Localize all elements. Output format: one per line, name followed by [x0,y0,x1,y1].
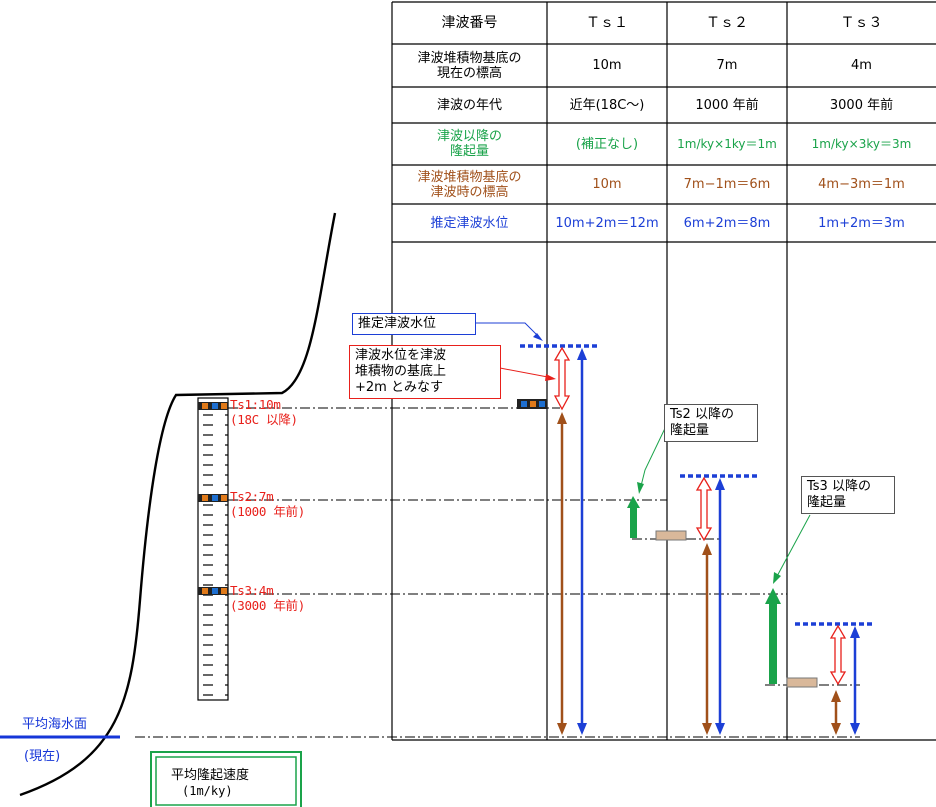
uplift-rate-title: 平均隆起速度 [171,764,249,783]
callout-leaders [476,323,810,584]
reference-lines [135,408,860,737]
callout-ts3-uplift: Ts3 以降の 隆起量 [801,476,895,514]
table-cell: 1m/ky×1ky＝1m [667,123,787,165]
table-header-ts3: Ｔｓ３ [787,2,936,44]
ts2-arrows [627,476,760,735]
table-cell: 1000 年前 [667,87,787,123]
sea-level-label: 平均海水面 [22,713,87,732]
table-header-ts2: Ｔｓ２ [667,2,787,44]
table-cell: 10m [547,165,667,204]
row-label-uplift: 津波以降の 隆起量 [392,123,547,165]
sea-level-sub: (現在) [24,745,60,764]
row-label-current-elevation: 津波堆積物基底の 現在の標高 [392,44,547,87]
table-cell: 1m+2m＝3m [787,204,936,242]
table-cell: 10m [547,44,667,87]
sediment-column [198,398,228,700]
callout-ts2-uplift: Ts2 以降の 隆起量 [664,404,758,442]
table-header-ts1: Ｔｓ１ [547,2,667,44]
row-label-tsunami-time-elevation: 津波堆積物基底の 津波時の標高 [392,165,547,204]
table-cell: 1m/ky×3ky＝3m [787,123,936,165]
uplift-rate-value: (1m/ky) [182,784,233,798]
table-cell: 10m+2m＝12m [547,204,667,242]
table-cell: 3000 年前 [787,87,936,123]
ts3-arrows [765,588,872,735]
table-cell: (補正なし) [547,123,667,165]
table-cell: 近年(18C～) [547,87,667,123]
row-label-estimated-water-level: 推定津波水位 [392,204,547,242]
table-header-label: 津波番号 [392,2,547,44]
table-cell: 4m−3m＝1m [787,165,936,204]
layer-label-ts1: Ts1:10m (18C 以降) [230,397,298,427]
table-cell: 6m+2m＝8m [667,204,787,242]
layer-label-ts2: Ts2:7m (1000 年前) [230,489,305,519]
layer-label-ts3: Ts3:4m (3000 年前) [230,583,305,613]
callout-water-level: 推定津波水位 [352,313,476,335]
table-cell: 7m−1m＝6m [667,165,787,204]
callout-assumption: 津波水位を津波 堆積物の基底上 +2m とみなす [349,345,501,399]
table-cell: 7m [667,44,787,87]
row-label-age: 津波の年代 [392,87,547,123]
table-cell: 4m [787,44,936,87]
